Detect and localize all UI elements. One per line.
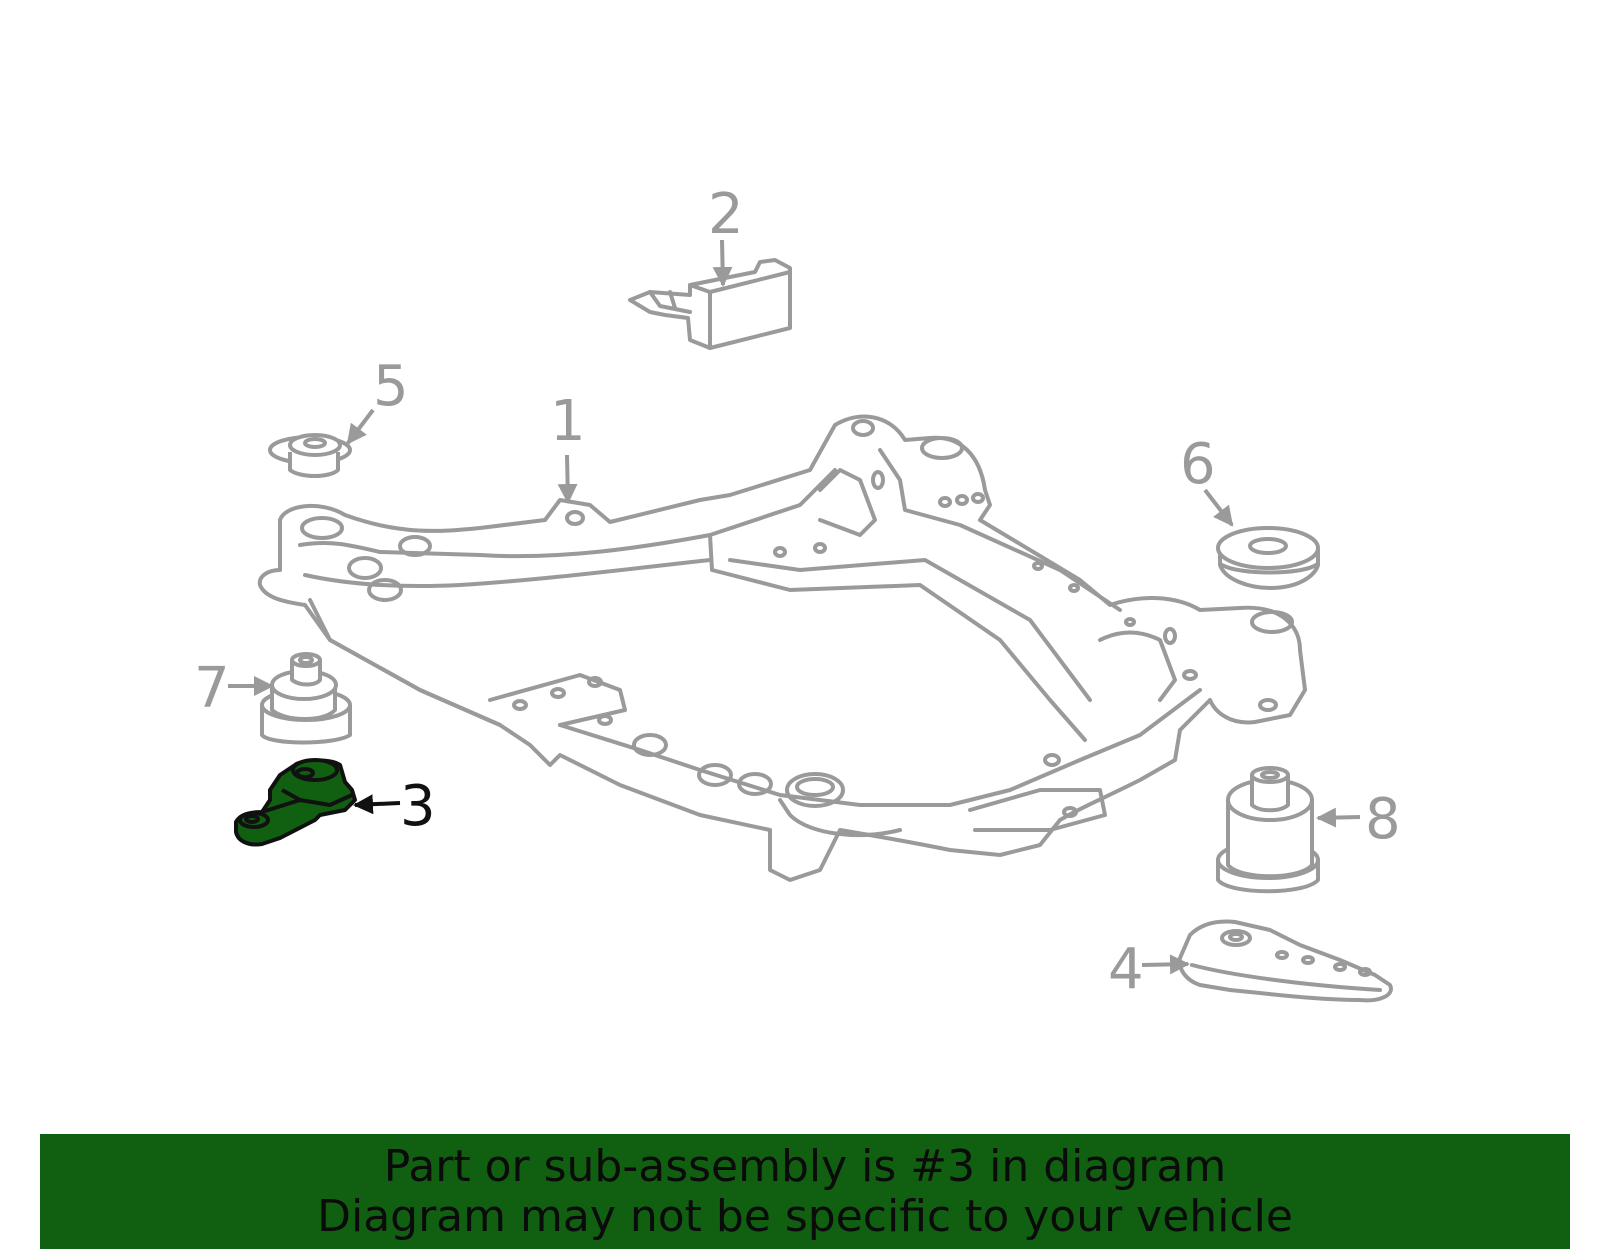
bushing-part-7[interactable] [260, 652, 352, 745]
insulator-part-6[interactable] [1216, 526, 1320, 590]
bushing-part-5[interactable] [268, 433, 352, 478]
banner-line-2: Diagram may not be specific to your vehi… [317, 1190, 1293, 1242]
callout-4-label: 4 [1108, 937, 1144, 1002]
mount-part-3[interactable] [234, 758, 357, 847]
callout-7-label: 7 [194, 656, 230, 721]
callout-6-label: 6 [1180, 432, 1216, 497]
callout-2-label: 2 [708, 182, 744, 247]
callout-1-arrow [557, 454, 578, 504]
callout-8-arrow [1316, 807, 1361, 828]
subframe-part-1[interactable] [257, 414, 1307, 882]
callout-5-arrow [346, 408, 375, 445]
callout-3-label: 3 [400, 774, 436, 839]
bracket-part-2[interactable] [628, 258, 792, 350]
callout-4-arrow [1141, 954, 1190, 975]
info-banner: Part or sub-assembly is #3 in diagram Di… [40, 1134, 1570, 1249]
callout-6-arrow [1203, 488, 1234, 527]
callout-1-label: 1 [550, 389, 586, 454]
callout-5-label: 5 [373, 354, 409, 419]
callout-3-arrow [353, 794, 401, 815]
callout-2-arrow [712, 239, 733, 287]
bushing-part-8[interactable] [1216, 766, 1320, 894]
callout-8-label: 8 [1365, 787, 1401, 852]
plate-part-4[interactable] [1177, 919, 1393, 1003]
banner-line-1: Part or sub-assembly is #3 in diagram [383, 1140, 1227, 1192]
